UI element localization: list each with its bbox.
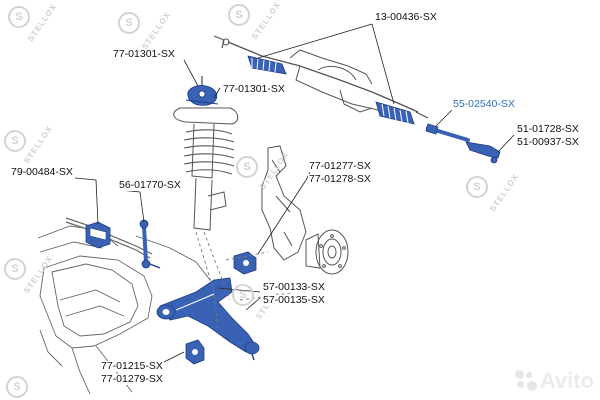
label-arm-bushing-b: 77-01278-SX [308,173,372,185]
avito-logo-icon [514,370,537,392]
avito-logo: Avito [514,368,594,394]
label-control-arm-b: 57-00135-SX [262,294,326,306]
hub-icon [305,229,349,275]
label-strut-mount-top: 77-01301-SX [112,48,176,60]
stabilizer-link-icon [139,219,161,269]
rear-bushing-icon [185,339,205,365]
tie-rod-end-icon [465,141,501,164]
label-arm-bushing-a: 77-01277-SX [308,160,372,172]
control-arm-icon [156,277,260,361]
label-tie-rod-end-b: 51-00937-SX [516,136,580,148]
rack-boot-right [375,101,415,125]
label-stabilizer-bushing: 79-00484-SX [10,166,74,178]
subframe-icon [37,225,211,395]
rack-boot-left [247,55,287,75]
label-rear-bushing-b: 77-01279-SX [100,373,164,385]
watermark-mark: S [6,376,28,398]
label-strut-mount-bearing: 77-01301-SX [222,83,286,95]
steering-rack-icon [213,35,429,119]
label-stabilizer-link: 56-01770-SX [118,179,182,191]
avito-logo-text: Avito [539,368,594,393]
arm-bushing-icon [233,251,257,275]
label-steering-rack: 13-00436-SX [374,11,438,23]
watermark-mark: S [232,284,254,306]
label-rear-bushing-a: 77-01215-SX [100,360,164,372]
watermark-mark: S [228,4,250,26]
watermark-mark: S [4,258,26,280]
stabilizer-bushing-icon [85,221,111,249]
label-inner-tie-rod: 55-02540-SX [452,98,516,110]
watermark-mark: S [466,176,488,198]
strut-top-mount-icon [185,85,219,106]
watermark-mark: S [118,12,140,34]
leader-lines [74,23,515,369]
strut-icon [173,76,239,231]
stabilizer-bar-icon [65,217,153,259]
watermark-mark: S [4,130,26,152]
watermark-mark: S [236,156,258,178]
knuckle-icon [261,145,307,261]
label-tie-rod-end-a: 51-01728-SX [516,123,580,135]
inner-tie-rod-icon [425,123,470,142]
watermark-mark: S [8,6,30,28]
label-control-arm-a: 57-00133-SX [262,281,326,293]
